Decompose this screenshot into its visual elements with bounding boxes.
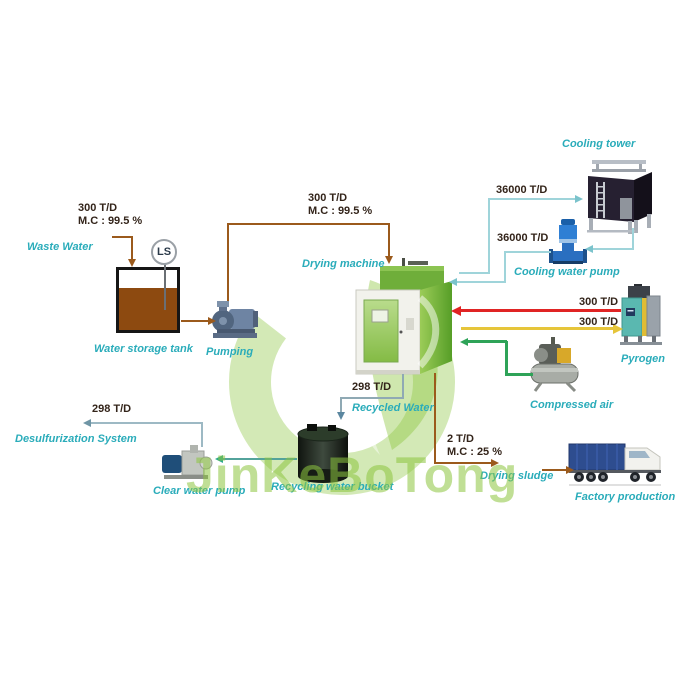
arrowhead-right: [613, 324, 623, 334]
desulfurization-system-label: Desulfurization System: [15, 433, 137, 445]
drying-sludge-label: Drying sludge: [480, 470, 554, 482]
desulf-rate: 298 T/D: [92, 403, 132, 415]
company-watermark: JinKeBoTong: [186, 447, 519, 503]
arrowhead-left: [460, 338, 468, 346]
pyrogen-return-rate: 300 T/D: [579, 316, 619, 328]
recycling-water-bucket: [297, 424, 349, 483]
arrowhead-left: [585, 245, 593, 253]
sludge-label: 2 T/D M.C : 25 %: [447, 433, 502, 459]
waste-inflow-rate: 300 T/D: [78, 202, 118, 214]
arrowhead-left: [215, 455, 223, 463]
waste-inflow-mc: M.C : 99.5 %: [78, 215, 143, 227]
arrowhead-left: [451, 306, 461, 316]
arrowhead-down: [337, 412, 345, 420]
pyrogen-label: Pyrogen: [621, 353, 666, 365]
cooling-tower-label: Cooling tower: [562, 138, 636, 150]
pyrogen-machine: [620, 284, 662, 345]
pumping-label: Pumping: [206, 346, 254, 358]
arrowhead-right: [566, 466, 574, 474]
drying-machine-label: Drying machine: [302, 258, 385, 270]
factory-truck: [568, 443, 661, 486]
cooling-supply-rate: 36000 T/D: [496, 184, 548, 196]
clear-water-pump: [162, 445, 213, 479]
air-compressor: [530, 337, 579, 393]
clear-water-pump-label: Clear water pump: [153, 485, 246, 497]
water-storage-tank: [116, 267, 180, 333]
level-sensor-stem: [164, 263, 166, 310]
waste-water-label: Waste Water: [27, 241, 93, 253]
pumping-pump: [212, 301, 258, 338]
drying-machine: [355, 258, 452, 375]
dryer-in-mc: M.C : 99.5 %: [308, 205, 373, 217]
cooling-water-pump-label: Cooling water pump: [514, 266, 620, 278]
compressed-air-label: Compressed air: [530, 399, 614, 411]
tank-liquid: [119, 288, 177, 330]
arrowhead-down: [385, 256, 393, 264]
arrowhead-down: [128, 259, 136, 267]
arrowhead-right: [208, 317, 216, 325]
water-storage-tank-label: Water storage tank: [94, 343, 193, 355]
factory-production-label: Factory production: [575, 491, 676, 503]
sludge-mc: M.C : 25 %: [447, 446, 503, 458]
dryer-in-label: 300 T/D M.C : 99.5 %: [308, 192, 372, 218]
arrowhead-left: [83, 419, 91, 427]
arrowhead-left: [449, 278, 457, 286]
sludge-rate: 2 T/D: [447, 433, 474, 445]
recycled-rate: 298 T/D: [352, 381, 392, 393]
pyrogen-supply-rate: 300 T/D: [579, 296, 619, 308]
dryer-in-rate: 300 T/D: [308, 192, 348, 204]
recycled-water-label: Recycled Water: [352, 402, 434, 414]
waste-inflow-label: 300 T/D M.C : 99.5 %: [78, 202, 142, 228]
cooling-return-rate: 36000 T/D: [497, 232, 549, 244]
recycling-water-bucket-label: Recycling water bucket: [271, 481, 394, 493]
cooling-water-pump: [549, 219, 587, 264]
arrowhead-right: [491, 459, 499, 467]
cooling-tower: [587, 160, 652, 234]
arrowhead-right: [575, 195, 583, 203]
level-sensor: LS: [151, 239, 177, 265]
